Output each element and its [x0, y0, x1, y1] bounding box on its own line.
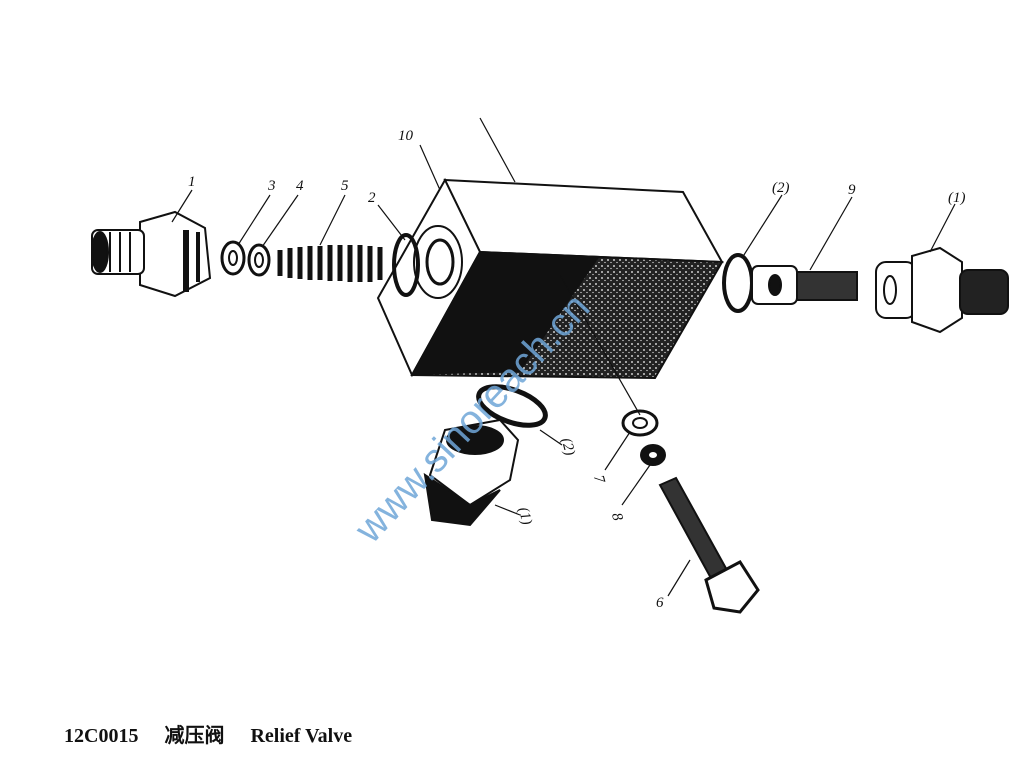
bottom-o-ring — [476, 384, 548, 428]
label-1: 1 — [188, 174, 196, 190]
right-fitting — [875, 246, 1009, 334]
figure-caption: 12C0015 减压阀 Relief Valve — [64, 719, 378, 748]
left-fitting — [91, 210, 212, 298]
leader-lines — [171, 117, 956, 597]
hex-bolt — [658, 476, 760, 614]
label-5: 5 — [341, 178, 349, 194]
label-7: 7 — [590, 473, 608, 486]
washer-4 — [247, 243, 271, 277]
banjo-bolt — [751, 265, 858, 305]
label-8: 8 — [608, 511, 626, 523]
label-r2: (2) — [772, 180, 790, 196]
part-labels: 1 3 4 5 2 10 (2) 9 (1) (2) (1) 7 8 6 — [188, 128, 966, 611]
o-ring-2 — [392, 233, 420, 297]
label-4: 4 — [296, 178, 304, 194]
label-6: 6 — [656, 595, 664, 611]
part-code: 12C0015 — [64, 725, 139, 747]
label-b2: (2) — [558, 436, 578, 457]
valve-body — [376, 177, 724, 380]
washer-7 — [621, 409, 659, 437]
spring — [277, 245, 383, 282]
label-r1: (1) — [948, 190, 966, 206]
label-9: 9 — [848, 182, 856, 198]
bottom-fitting — [423, 418, 520, 527]
label-2: 2 — [368, 190, 376, 206]
washer-3 — [220, 240, 246, 276]
label-b1: (1) — [515, 506, 535, 527]
right-o-ring — [722, 253, 754, 313]
label-3: 3 — [267, 178, 276, 194]
label-10: 10 — [398, 128, 414, 144]
part-name-en: Relief Valve — [250, 725, 353, 747]
part-name-cn: 减压阀 — [164, 725, 225, 747]
